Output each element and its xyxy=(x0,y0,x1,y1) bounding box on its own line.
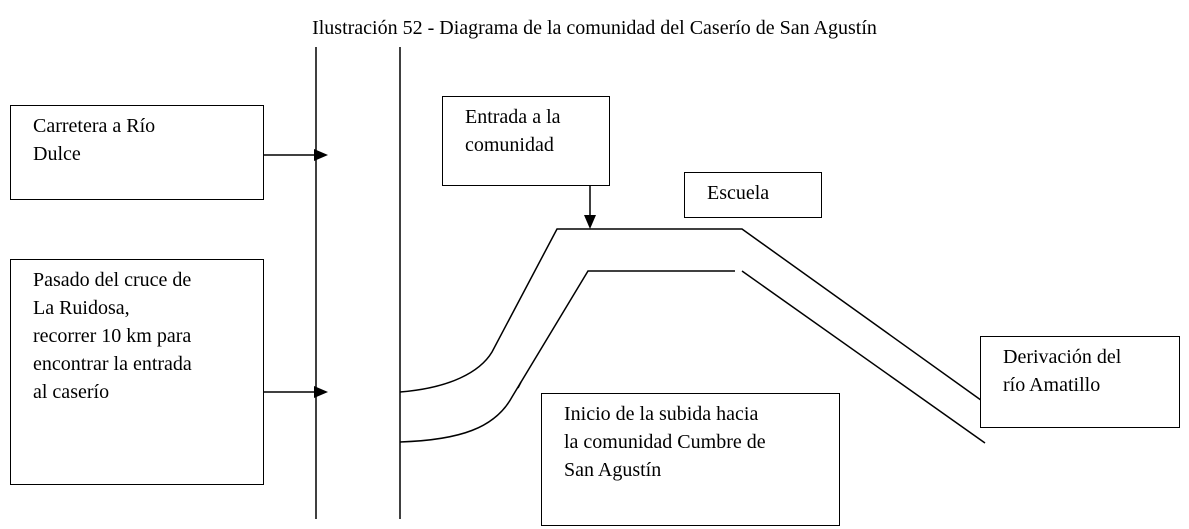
box-entrada-comunidad: Entrada a la comunidad xyxy=(442,96,610,186)
box-carretera: Carretera a Río Dulce xyxy=(10,105,264,200)
arrow-entrada-head xyxy=(584,215,596,229)
community-road-upper xyxy=(399,228,986,404)
box-inicio-subida: Inicio de la subida hacia la comunidad C… xyxy=(541,393,840,526)
box-pasado-cruce: Pasado del cruce de La Ruidosa, recorrer… xyxy=(10,259,264,485)
box-escuela: Escuela xyxy=(684,172,822,218)
arrow-pasado-head xyxy=(314,386,328,398)
diagram-title: Ilustración 52 - Diagrama de la comunida… xyxy=(312,17,877,39)
arrow-carretera-head xyxy=(314,149,328,161)
road-gap-mark xyxy=(517,381,522,389)
box-derivacion-rio: Derivación del río Amatillo xyxy=(980,336,1180,428)
community-road-lower xyxy=(399,270,735,443)
community-road-lower-right xyxy=(741,270,986,444)
